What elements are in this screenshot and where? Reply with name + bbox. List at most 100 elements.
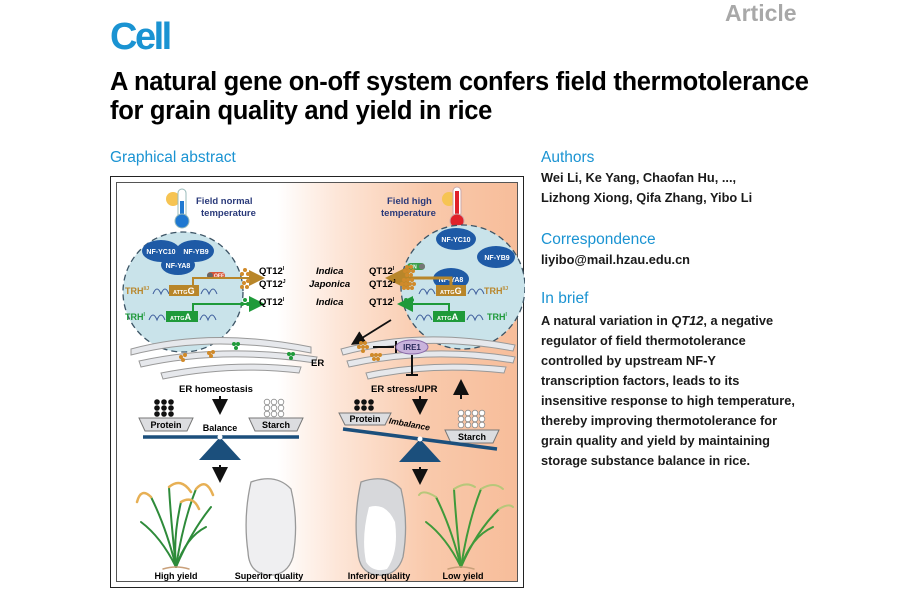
in-brief-line: regulator of field thermotolerance [541,333,746,348]
qt12-label: QT12I [259,266,285,277]
subspecies-label: Indica [316,266,343,277]
arrow-indica-high [397,296,450,312]
subspecies-label: Japonica [309,279,350,290]
motif-a-label: ATTGA [437,312,459,322]
correspondence-email[interactable]: liyibo@mail.hzau.edu.cn [541,252,691,267]
article-type-label: Article [725,0,797,26]
switch-off-label: OFF [214,274,224,280]
correspondence-heading: Correspondence [541,231,656,248]
scale-fulcrum [199,437,241,460]
qt12-row-3: QT12I Indica QT12I [240,297,414,308]
figure-illustration: Field normal temperature Field high temp… [122,186,525,581]
in-brief-line: thereby improving thermotolerance for [541,413,778,428]
er-homeostasis-label: ER homeostasis [179,384,253,395]
protein-granules-left [154,399,174,417]
protein-pan-left [138,417,194,432]
in-brief-line: insensitive response to high temperature… [541,393,795,408]
starch-pan-right [444,429,500,444]
in-brief-text: A natural variation in QT12, a negative … [541,311,841,471]
chalkiness-area [364,506,396,571]
dna-icon [199,314,217,322]
trh-ij-label: TRHI/J [125,286,149,296]
er-stress-label: ER stress/UPR [371,384,438,395]
qt12-label: QT12J [369,279,396,290]
dna-icon [200,288,218,296]
authors-heading: Authors [541,149,595,166]
nf-yc10-label: NF-YC10 [441,237,470,244]
in-brief-post: , a negative [703,313,774,328]
protein-pan-right [338,412,392,426]
ire1-protein [395,339,429,355]
outcome-low-yield: Low yield [442,571,483,581]
outcome-superior-quality: Superior quality [235,571,304,581]
motif-g-label: ATTGG [173,286,195,296]
thermometer-hot-icon [442,186,465,229]
motif-g-box [436,285,466,296]
dna-icon [148,314,166,322]
motif-a-box [166,311,198,322]
nf-yb9-label: NF-YB9 [484,255,509,262]
graphical-abstract-figure: Field normal temperature Field high temp… [110,176,525,588]
qt12-label: QT12J [259,279,286,290]
arrow-to-er [350,319,392,345]
normal-temp-line2: temperature [201,208,256,219]
in-brief-line: storage substance balance in rice. [541,453,751,468]
starch-granules-right [457,409,486,429]
motif-g-label: ATTGG [440,286,462,296]
trh-i-label: TRHI [125,312,146,322]
qt12-label: QT12I [259,297,285,308]
motif-a-label: ATTGA [170,312,192,322]
normal-temp-line1: Field normal [196,196,252,207]
nf-yc10-oval [436,228,476,250]
gene-name: QT12 [671,313,704,328]
balance-label: Balance [203,423,238,433]
in-brief-pre: A natural variation in [541,313,672,328]
motif-a-box [433,311,465,322]
starch-label: Starch [458,432,486,442]
trh-ij-label: TRHI/J [484,286,508,296]
qt12-row-1: QT12I Indica QT12I [240,265,415,277]
trh-i-label: TRHI [487,312,508,322]
starch-granules-left [263,398,285,418]
er-membrane-right [340,336,516,380]
in-brief-heading: In brief [541,290,589,307]
rice-grain-superior-icon [245,478,297,576]
subspecies-label: Indica [316,297,343,308]
arrow-indica-normal [192,296,265,312]
protein-granules-right [354,399,374,411]
switch-on-label: ON [409,265,417,271]
in-brief-line: controlled by upstream NF-Y [541,353,716,368]
rice-plant-low-yield-icon [418,483,514,570]
ire1-label: IRE1 [403,343,421,352]
outcome-high-yield: High yield [154,571,197,581]
nf-ya8-label: NF-YA8 [166,263,191,270]
journal-logo: Cell [110,16,172,58]
dna-icon [418,288,436,296]
imbalance-label: Imbalance [388,416,431,433]
in-brief-line-1: A natural variation in QT12, a negative [541,311,841,331]
in-brief-line: transcription factors, leads to its [541,373,740,388]
starch-label: Starch [262,420,290,430]
motif-g-box [169,285,199,296]
thermometer-cold-icon [166,188,190,229]
high-temp-line2: temperature [381,208,436,219]
starch-pan-left [248,417,304,432]
nf-ya8-oval [161,255,195,275]
qt12-row-2: QT12J Japonica QT12J [240,278,416,290]
authors-list: Wei Li, Ke Yang, Chaofan Hu, ..., Lizhon… [541,168,752,208]
arrow-japonica-high [385,266,453,290]
authors-line-2: Lizhong Xiong, Qifa Zhang, Yibo Li [541,190,753,205]
arrow-japonica-normal [192,270,265,286]
nf-yb9-label: NF-YB9 [183,249,208,256]
dna-icon [467,288,485,296]
article-title: A natural gene on-off system confers fie… [110,68,809,125]
in-brief-line: grain quality and yield by maintaining [541,433,770,448]
authors-line-1: Wei Li, Ke Yang, Chaofan Hu, ..., [541,170,737,185]
high-temp-line1: Field high [387,196,432,207]
qt12-label: QT12I [369,297,395,308]
dna-icon [415,314,433,322]
qt12-label: QT12I [369,266,395,277]
er-label: ER [311,358,324,369]
rice-plant-high-yield-icon [135,481,215,570]
protein-label: Protein [349,414,380,424]
